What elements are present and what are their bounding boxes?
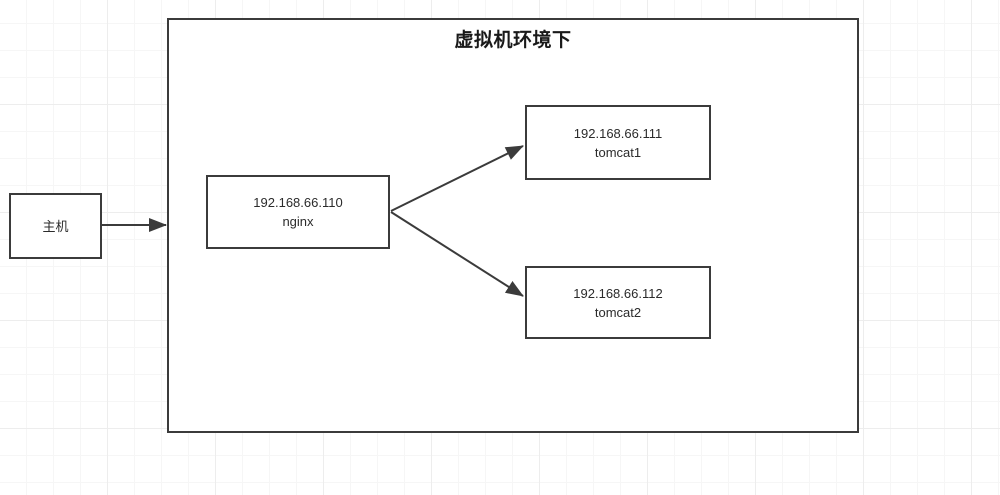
node-host-label: 主机 (42, 218, 69, 234)
node-host[interactable]: 主机 (9, 193, 102, 259)
node-tomcat1-ip: 192.168.66.111 (573, 125, 663, 141)
node-tomcat2-service: tomcat2 (594, 304, 642, 320)
vm-environment-title: 虚拟机环境下 (454, 30, 572, 51)
node-nginx[interactable]: 192.168.66.110 nginx (206, 175, 390, 249)
node-tomcat2-ip: 192.168.66.112 (573, 285, 663, 301)
node-tomcat1-service: tomcat1 (594, 144, 642, 160)
node-nginx-service: nginx (282, 214, 314, 229)
node-tomcat1[interactable]: 192.168.66.111 tomcat1 (525, 105, 711, 180)
node-nginx-ip: 192.168.66.110 (253, 195, 343, 210)
node-tomcat2[interactable]: 192.168.66.112 tomcat2 (525, 266, 711, 339)
